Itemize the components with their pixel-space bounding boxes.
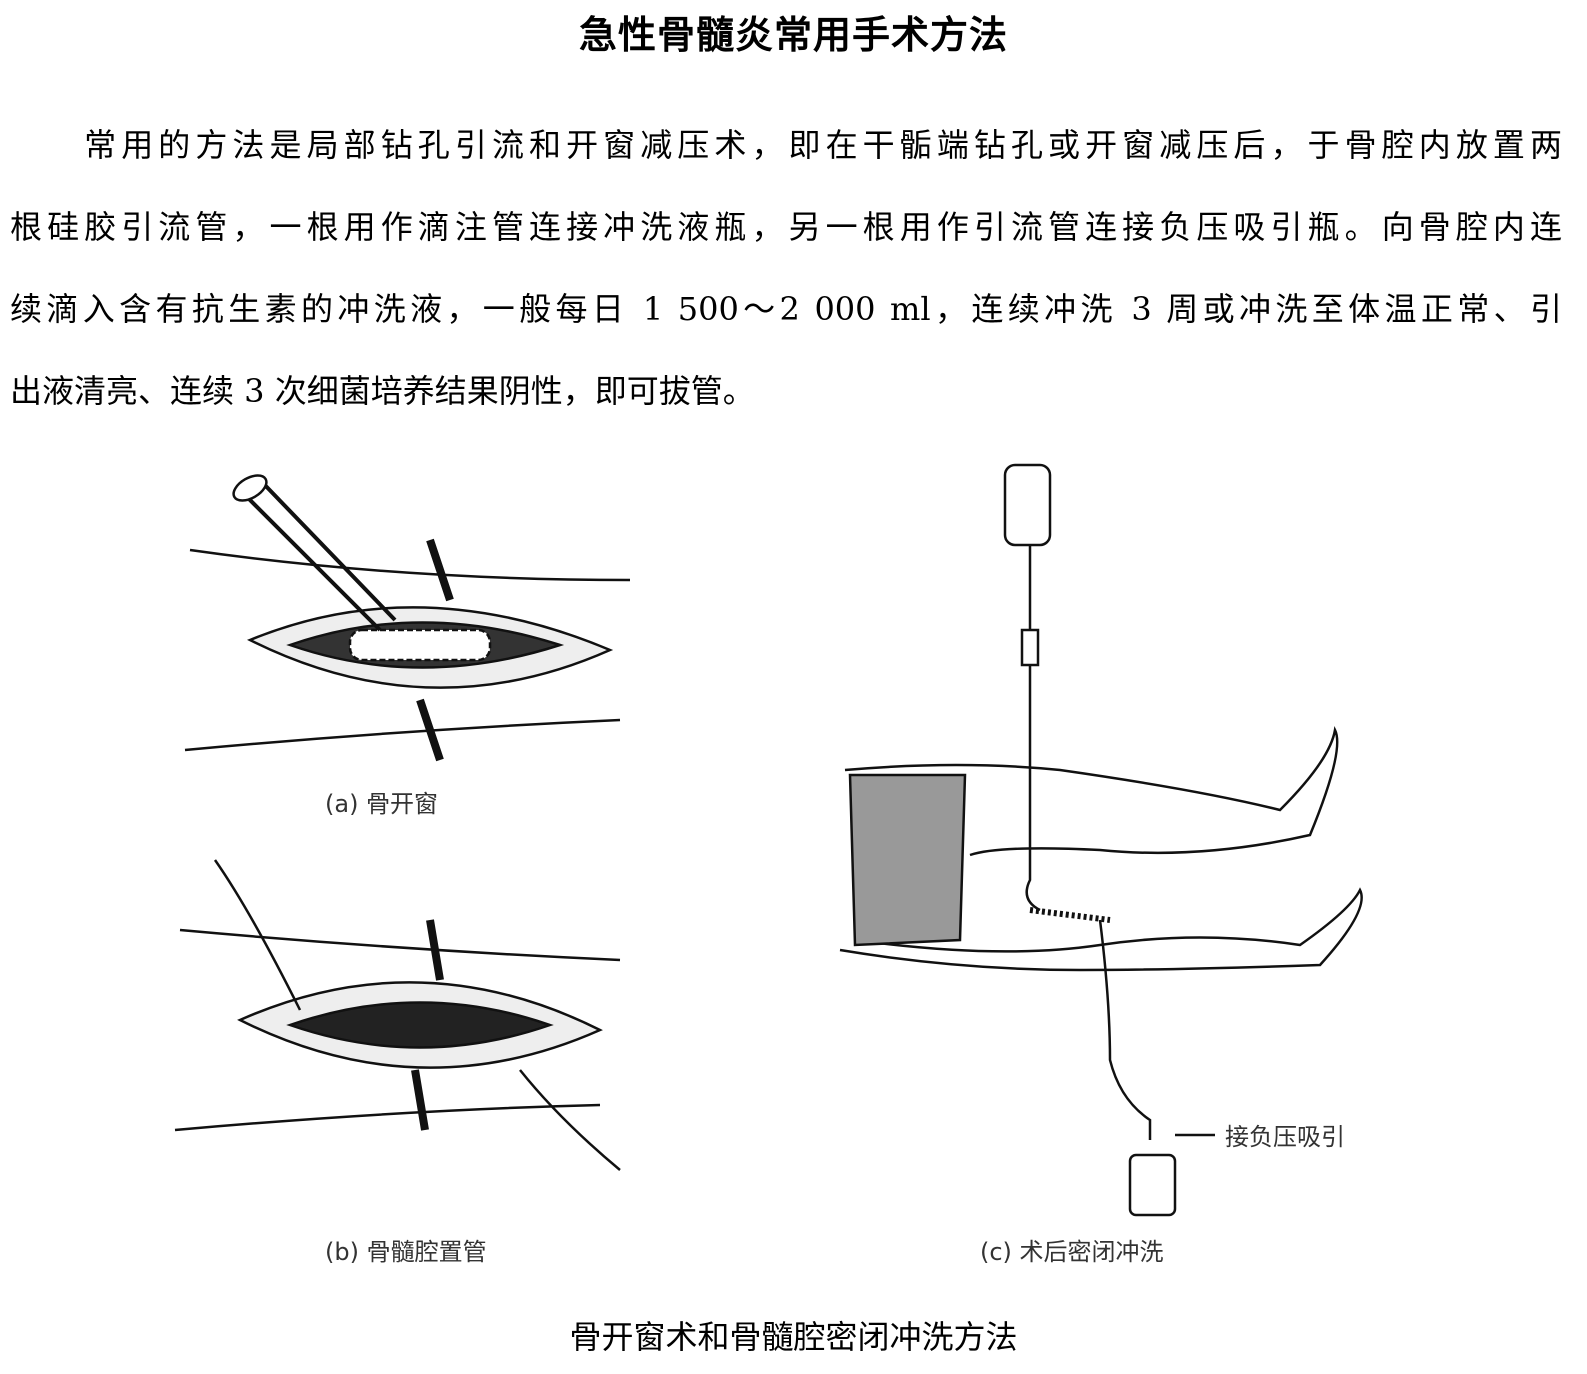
surgical-illustration: (a) 骨开窗 (b) 骨髓腔置管 (c) 术后密闭冲洗 接负压吸引	[174, 463, 1363, 1266]
panel-a-label: (a) 骨开窗	[325, 790, 438, 818]
panel-c-label: (c) 术后密闭冲洗	[980, 1238, 1164, 1266]
paragraph-line: 常用的方法是局部钻孔引流和开窗减压术，即在干骺端钻孔或开窗减压后，于骨腔内放置两	[10, 126, 1562, 164]
paragraph-line: 续滴入含有抗生素的冲洗液，一般每日 1 500～2 000 ml，连续冲洗 3 …	[10, 290, 1562, 328]
panel-b-label: (b) 骨髓腔置管	[325, 1238, 487, 1266]
suction-label: 接负压吸引	[1225, 1123, 1345, 1151]
marrow-catheter-drawing	[174, 859, 621, 1171]
figure-caption: 骨开窗术和骨髓腔密闭冲洗方法	[569, 1318, 1018, 1356]
bone-window-drawing	[184, 474, 631, 762]
paragraph-line: 出液清亮、连续 3 次细菌培养结果阴性，即可拔管。	[10, 372, 755, 410]
paragraph-line: 根硅胶引流管，一根用作滴注管连接冲洗液瓶，另一根用作引流管连接负压吸引瓶。向骨腔…	[10, 208, 1562, 246]
page-title: 急性骨髓炎常用手术方法	[578, 12, 1008, 57]
closed-irrigation-drawing	[839, 463, 1363, 1217]
